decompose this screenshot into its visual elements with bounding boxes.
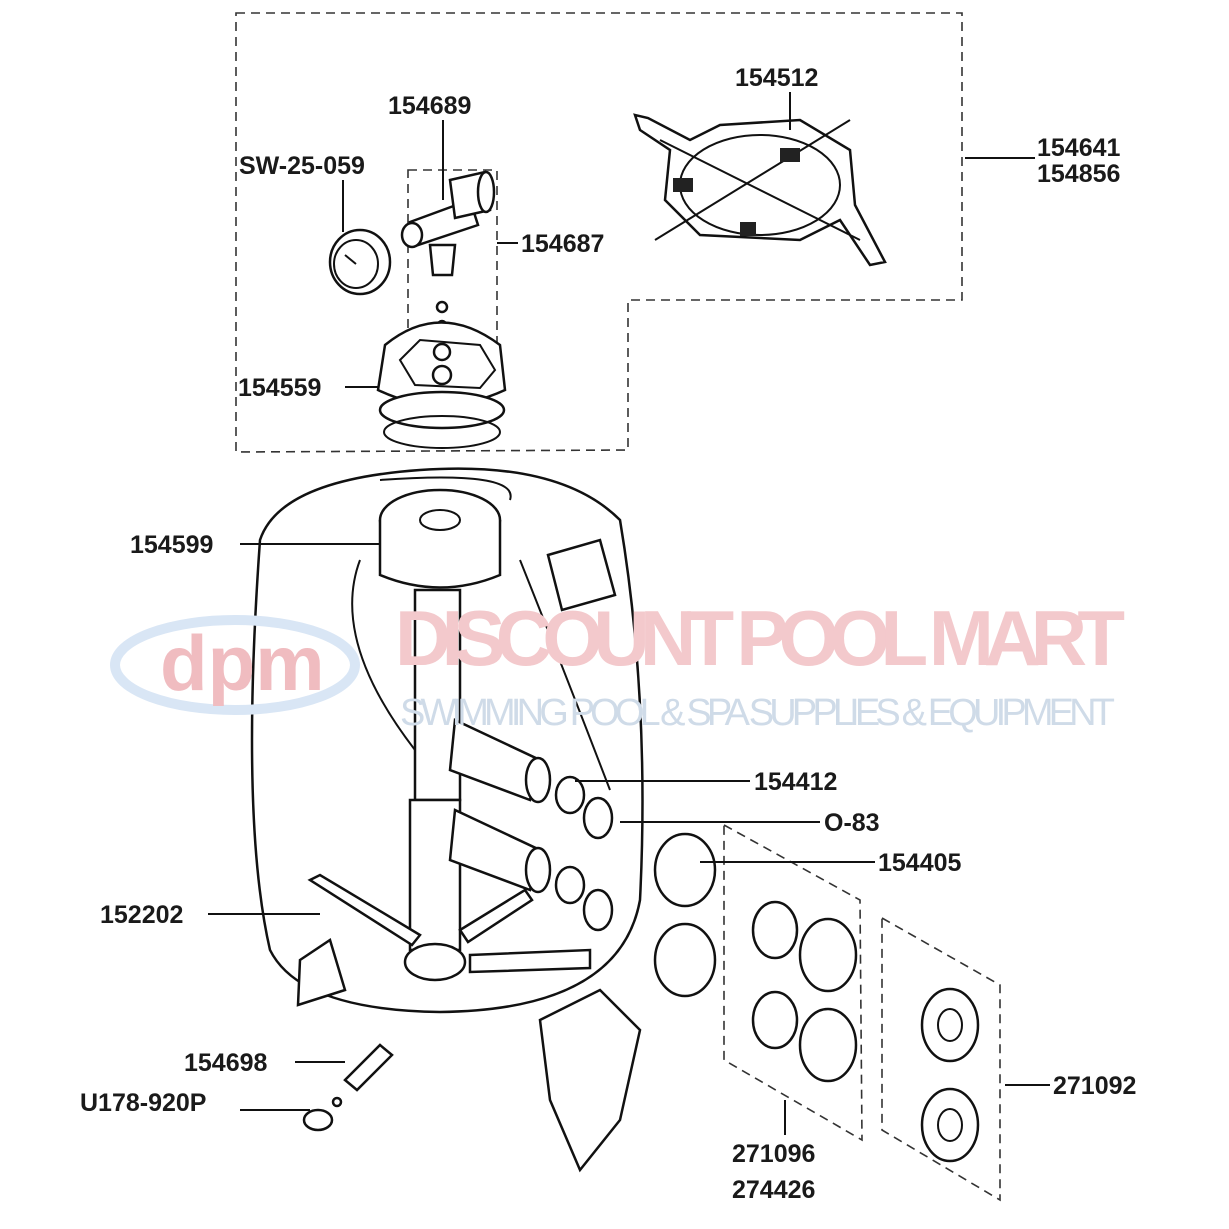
- pressure-gauge: [328, 228, 392, 296]
- valve-lid: [376, 321, 507, 449]
- label-154856: 154856: [1037, 160, 1120, 188]
- lateral-assembly: [307, 588, 592, 982]
- label-154698: 154698: [184, 1049, 268, 1077]
- label-154687: 154687: [521, 230, 604, 258]
- top-diffuser: [378, 488, 502, 589]
- gauge-tee-adapter: [400, 170, 496, 331]
- label-u178-920p: U178-920P: [80, 1089, 206, 1117]
- valve-kit-group-outline: [235, 12, 963, 453]
- label-154412: 154412: [754, 768, 837, 796]
- label-271096: 271096: [732, 1140, 815, 1168]
- label-154689: 154689: [388, 92, 471, 120]
- bulkhead-fittings: [554, 775, 980, 1163]
- label-154641: 154641: [1037, 134, 1121, 162]
- leader-lines: [208, 92, 1050, 1135]
- label-o-83: O-83: [824, 809, 880, 837]
- label-152202: 152202: [100, 901, 183, 929]
- union-kit-group-outline: [723, 823, 863, 1142]
- label-154512: 154512: [735, 64, 818, 92]
- lid-wrench: [633, 113, 887, 267]
- label-274426: 274426: [732, 1176, 815, 1204]
- label-sw-25-059: SW-25-059: [239, 152, 365, 180]
- label-154559: 154559: [238, 374, 321, 402]
- label-154405: 154405: [878, 849, 962, 877]
- union-kit-2-group-outline: [881, 916, 1001, 1202]
- drain-plug: [302, 1043, 394, 1132]
- label-154599: 154599: [130, 531, 213, 559]
- label-271092: 271092: [1053, 1072, 1136, 1100]
